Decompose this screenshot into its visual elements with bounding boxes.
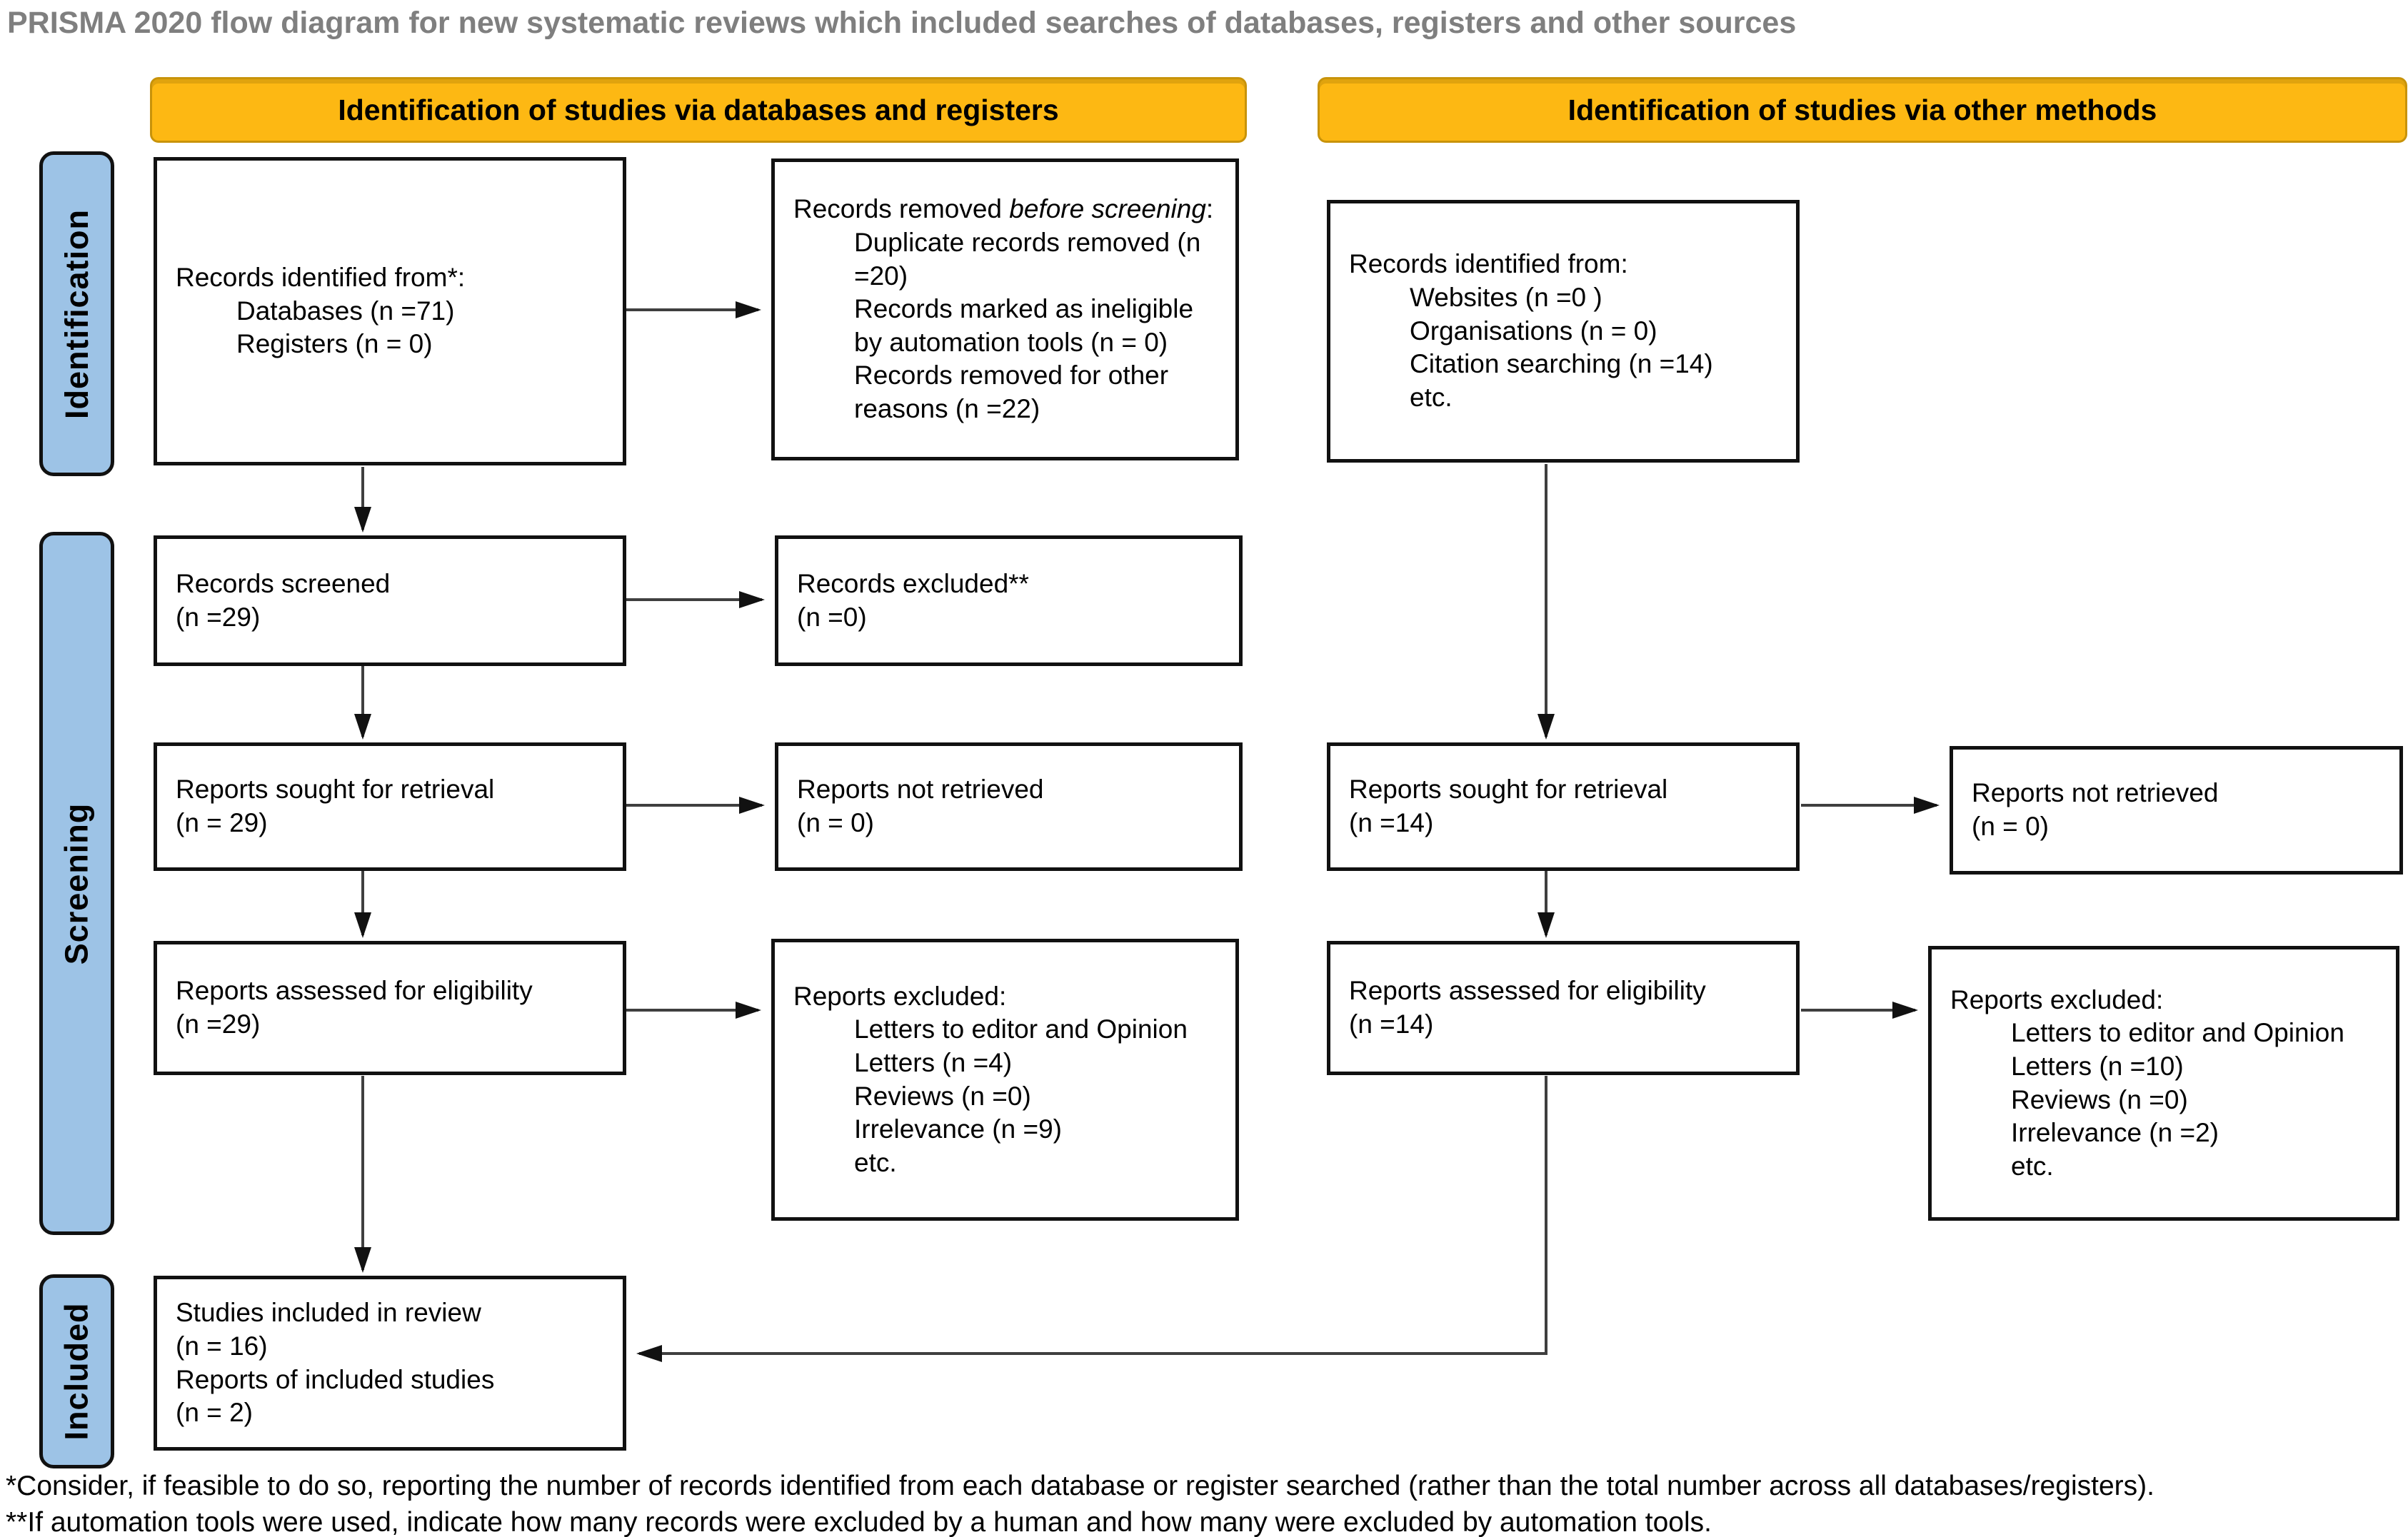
box-text-line: (n = 16) [176, 1331, 268, 1361]
box-text-line: Reports excluded: [1950, 984, 2164, 1014]
box-reports-excluded-databases: Reports excluded: Letters to editor and … [771, 939, 1239, 1221]
phase-label-included-text: Included [58, 1302, 95, 1441]
phase-label-screening-text: Screening [58, 802, 95, 964]
box-reports-not-retrieved-databases: Reports not retrieved (n = 0) [775, 742, 1243, 871]
header-other-methods: Identification of studies via other meth… [1318, 77, 2407, 143]
box-text-line: Reviews (n =0) [854, 1081, 1031, 1111]
box-text-line: Reports not retrieved [797, 775, 1044, 805]
box-text-line: (n =14) [1349, 808, 1434, 837]
box-records-identified-other: Records identified from: Websites (n =0 … [1327, 200, 1800, 463]
box-text-line: Records identified from*: [176, 263, 466, 293]
box-text-line: Irrelevance (n =9) [854, 1114, 1062, 1144]
box-text-line: (n = 29) [176, 808, 268, 837]
box-text-line: Organisations (n = 0) [1410, 316, 1657, 346]
box-reports-not-retrieved-other: Reports not retrieved (n = 0) [1950, 746, 2403, 875]
phase-label-screening: Screening [39, 532, 114, 1235]
box-text-line: Databases (n =71) [236, 296, 455, 326]
box-records-removed-before-screening: Records removed before screening: Duplic… [771, 158, 1239, 460]
box-text-line: Reports of included studies [176, 1364, 495, 1394]
box-records-screened: Records screened (n =29) [154, 535, 626, 666]
box-records-identified-databases: Records identified from*: Databases (n =… [154, 157, 626, 465]
box-text-line: Reports assessed for eligibility [1349, 976, 1706, 1006]
box-text-line: Records marked as ineligible by automati… [854, 294, 1194, 357]
phase-label-included: Included [39, 1274, 114, 1468]
box-text-line: Reports excluded: [793, 981, 1007, 1011]
box-text-line: (n =29) [176, 1009, 261, 1039]
box-reports-assessed-databases: Reports assessed for eligibility (n =29) [154, 941, 626, 1075]
phase-label-identification: Identification [39, 151, 114, 476]
header-databases-registers: Identification of studies via databases … [150, 77, 1247, 143]
box-text-line: etc. [1410, 382, 1453, 412]
box-text-line: Reports not retrieved [1972, 778, 2219, 808]
box-text-line: (n = 2) [176, 1398, 253, 1428]
box-text-line: Duplicate records removed (n =20) [854, 227, 1201, 291]
box-text-line: Letters to editor and Opinion Letters (n… [2011, 1018, 2344, 1081]
box-reports-excluded-other: Reports excluded: Letters to editor and … [1928, 946, 2399, 1221]
box-text-line: Records removed for other reasons (n =22… [854, 361, 1169, 424]
header-other-methods-label: Identification of studies via other meth… [1567, 93, 2157, 126]
box-text-line: (n =0) [797, 602, 867, 632]
box-text-line: Reports sought for retrieval [176, 775, 495, 805]
box-reports-sought-databases: Reports sought for retrieval (n = 29) [154, 742, 626, 871]
box-text-line: Websites (n =0 ) [1410, 283, 1602, 313]
header-databases-registers-label: Identification of studies via databases … [338, 93, 1059, 126]
box-text-line: Letters to editor and Opinion Letters (n… [854, 1014, 1188, 1077]
footnote-1: *Consider, if feasible to do so, reporti… [6, 1471, 2154, 1501]
box-text-line: Registers (n = 0) [236, 329, 433, 359]
footnote-2: **If automation tools were used, indicat… [6, 1507, 1712, 1537]
box-text-line: Studies included in review [176, 1298, 481, 1328]
box-text-line: Records removed before screening: [793, 194, 1214, 224]
box-text-line: Reviews (n =0) [2011, 1084, 2188, 1114]
box-text-line: Records identified from: [1349, 249, 1628, 279]
page-title: PRISMA 2020 flow diagram for new systema… [7, 6, 1797, 40]
box-text-line: Reports assessed for eligibility [176, 976, 533, 1006]
box-text-line: (n = 0) [797, 808, 874, 837]
box-text-line: Citation searching (n =14) [1410, 349, 1713, 379]
box-text-line: Records excluded** [797, 568, 1029, 598]
box-text-line: Records screened [176, 568, 391, 598]
phase-label-identification-text: Identification [58, 208, 95, 419]
box-reports-sought-other: Reports sought for retrieval (n =14) [1327, 742, 1800, 871]
box-text-line: Irrelevance (n =2) [2011, 1118, 2219, 1148]
box-studies-included: Studies included in review (n = 16) Repo… [154, 1276, 626, 1451]
box-text-line: etc. [854, 1147, 897, 1177]
box-text-line: (n =29) [176, 602, 261, 632]
box-records-excluded: Records excluded** (n =0) [775, 535, 1243, 666]
box-reports-assessed-other: Reports assessed for eligibility (n =14) [1327, 941, 1800, 1075]
box-text-line: etc. [2011, 1151, 2054, 1181]
box-text-line: Reports sought for retrieval [1349, 775, 1668, 805]
footnotes: *Consider, if feasible to do so, reporti… [6, 1468, 2402, 1537]
box-text-line: (n =14) [1349, 1009, 1434, 1039]
box-text-line: (n = 0) [1972, 812, 2049, 841]
